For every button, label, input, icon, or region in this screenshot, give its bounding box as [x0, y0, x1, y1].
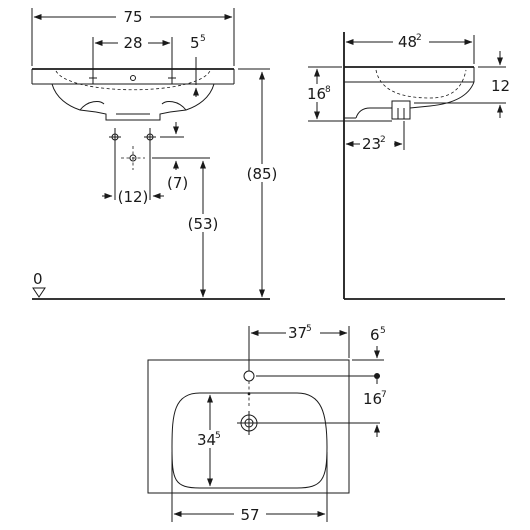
back-offset-dimension: 6 5	[352, 326, 386, 379]
rim-height-dimension: 12	[414, 51, 510, 118]
bowl-height-label: 16	[307, 85, 326, 103]
total-height-dimension: (85)	[238, 68, 281, 298]
rim-offset-sup: 5	[200, 34, 206, 44]
front-basin-outline	[31, 68, 235, 121]
bowl-depth-dimension: 34 5	[196, 394, 224, 487]
tap-offset-sup: 5	[306, 324, 312, 334]
rim-offset-dimension: 5 5	[190, 34, 206, 97]
front-width-dimension: 75	[31, 6, 235, 66]
top-tap-hole	[243, 326, 380, 408]
tap-spacing-dimension: 28	[92, 33, 173, 72]
tap-spacing-below-label: (12)	[118, 188, 149, 206]
waste-depth-dimension: 23 2	[345, 121, 405, 153]
bowl-height-dimension: 16 8	[305, 66, 392, 122]
tap-offset-dimension: 37 5	[250, 323, 350, 358]
waste-offset-dimension: 16 7	[363, 379, 387, 437]
tap-spacing-below-dimension: (12)	[102, 188, 164, 206]
side-depth-label: 48	[398, 33, 417, 51]
bowl-height-sup: 8	[325, 85, 331, 95]
top-waste-outlet	[237, 411, 380, 435]
bowl-width-dimension: 57	[171, 452, 328, 524]
front-width-label: 75	[123, 8, 142, 26]
side-view: 48 2 16 8 12 23 2	[305, 31, 510, 300]
side-depth-sup: 2	[416, 33, 422, 43]
floor-level-label: 0	[33, 270, 43, 288]
waste-height-label: (53)	[188, 215, 219, 233]
side-depth-dimension: 48 2	[345, 31, 475, 64]
waste-offset-label: (7)	[167, 174, 188, 192]
bowl-width-label: 57	[240, 506, 259, 524]
tap-position-markers	[109, 122, 210, 200]
floor-line: 0	[32, 270, 270, 300]
bowl-depth-sup: 5	[215, 431, 221, 441]
top-view: 37 5 6 5 16 7 34 5	[147, 323, 387, 524]
back-offset-sup: 5	[380, 326, 386, 336]
back-offset-label: 6	[370, 326, 380, 344]
rim-offset-label: 5	[190, 34, 200, 52]
total-height-label: (85)	[247, 165, 278, 183]
waste-depth-label: 23	[362, 135, 381, 153]
bowl-depth-label: 34	[197, 431, 216, 449]
rim-height-label: 12	[491, 77, 510, 95]
waste-height-dimension: (53)	[185, 160, 221, 298]
front-view: 75 28 5 5	[31, 6, 281, 300]
waste-offset-top-sup: 7	[381, 390, 387, 400]
waste-offset-top-label: 16	[363, 390, 382, 408]
top-bowl-outline	[171, 392, 328, 489]
side-basin-outline	[344, 66, 475, 120]
tap-spacing-label: 28	[123, 34, 142, 52]
waste-depth-sup: 2	[380, 135, 386, 145]
tap-offset-label: 37	[288, 324, 307, 342]
